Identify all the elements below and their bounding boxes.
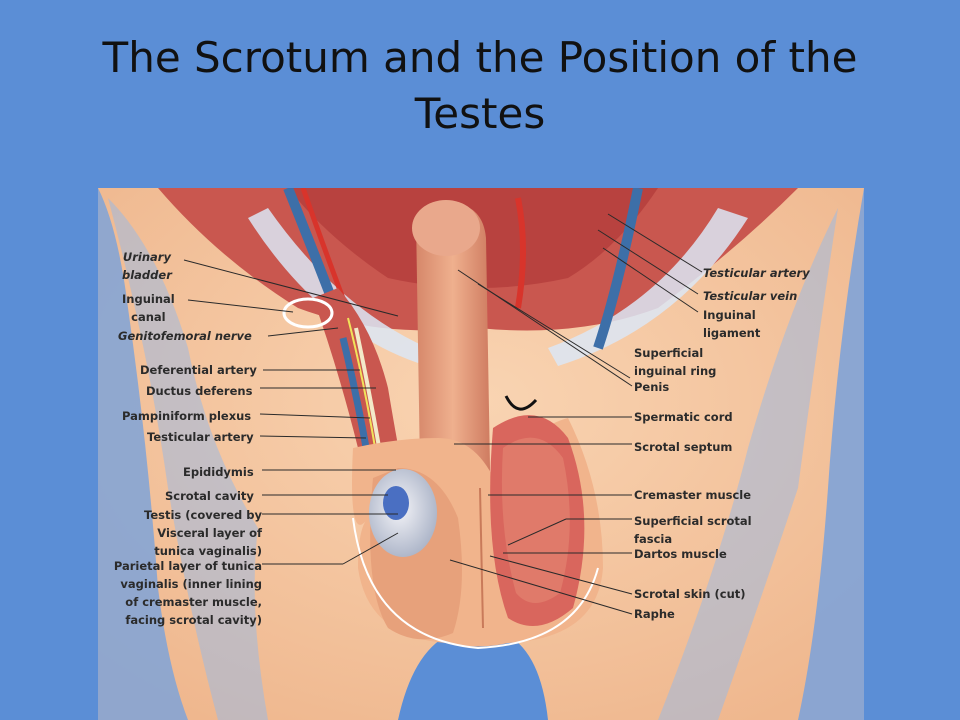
cremaster-muscle [501,437,570,603]
vessel-right-artery [515,197,526,309]
scrotal-skin-edge [352,517,599,650]
label-cremaster-muscle: Cremaster muscle [634,488,752,502]
label-superficial-scrotal-fascia: Superficial scrotal fascia [634,514,752,546]
label-dartos-muscle: Dartos muscle [634,547,727,561]
shadow-left [98,188,188,720]
label-pampiniform-plexus: Pampiniform plexus [122,409,252,423]
label-scrotal-septum: Scrotal septum [634,440,733,454]
inguinal-canal-ring [282,297,334,329]
penis-glans [412,200,480,256]
penis-shaft [416,203,490,503]
inguinal-band-right [548,208,748,366]
inguinal-band-left [248,208,428,363]
anatomy-drawing [98,188,864,720]
leader-lines-left [183,259,399,565]
scrotal-septum [479,487,484,629]
anatomy-illustration [98,188,864,720]
label-urinary-bladder: Urinary bladder [122,250,172,282]
label-ductus-deferens: Ductus deferens [146,384,253,398]
label-testicular-artery-left: Testicular artery [147,430,254,444]
slide-title-line-2: Testes [414,89,546,138]
label-testicular-artery-right: Testicular artery [703,266,810,280]
label-spermatic-cord: Spermatic cord [634,410,733,424]
label-inguinal-ligament: Inguinal ligament [703,308,761,340]
label-parietal-layer: Parietal layer of tunica vaginalis (inne… [113,559,262,627]
shadow-left-2 [108,198,268,720]
shadow-right [798,188,864,720]
label-genitofemoral-nerve: Genitofemoral nerve [118,329,252,343]
label-penis: Penis [634,380,670,394]
testis-cavity [383,486,409,520]
spermatic-cord-marker [504,395,538,411]
shadow-right-2 [658,208,838,720]
label-deferential-artery: Deferential artery [140,363,257,377]
label-scrotal-cavity: Scrotal cavity [165,489,254,503]
label-testicular-vein: Testicular vein [703,289,798,303]
label-superficial-inguinal-ring: Superficial inguinal ring [634,346,717,378]
slide-title: The Scrotum and the Position of the Test… [0,30,960,142]
label-testis: Testis (covered by Visceral layer of tun… [144,508,262,558]
label-scrotal-skin: Scrotal skin (cut) [634,587,746,601]
label-inguinal-canal: Inguinal canal [122,292,175,324]
vessel-right-vein [593,188,643,350]
label-epididymis: Epididymis [183,465,254,479]
leader-lines-right [449,213,703,615]
slide-title-line-1: The Scrotum and the Position of the [102,33,858,82]
label-raphe: Raphe [634,607,675,621]
